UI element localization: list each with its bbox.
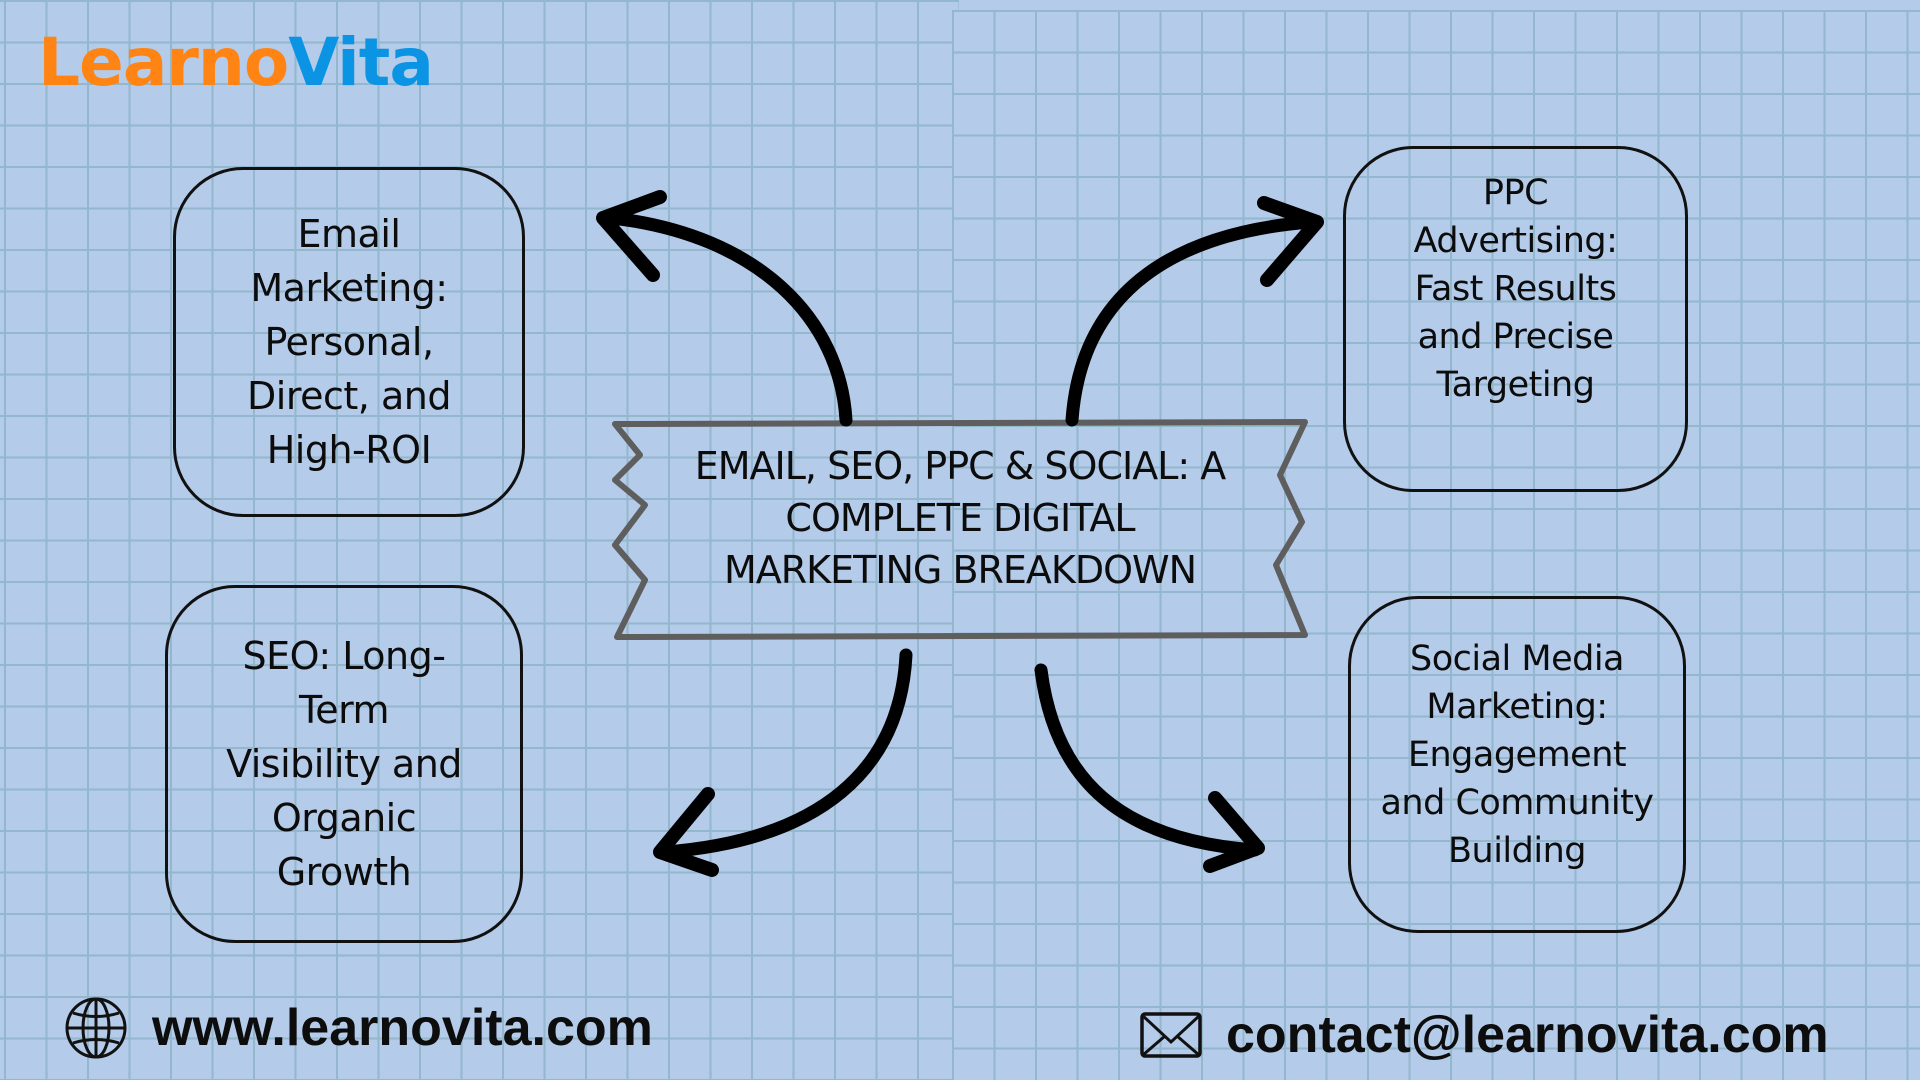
website-link[interactable]: www.learnovita.com: [152, 999, 653, 1057]
node-line: Marketing:: [250, 266, 448, 310]
logo-text-learno: Learno: [38, 24, 289, 101]
node-line: Personal,: [264, 320, 434, 364]
node-line: Social Media: [1409, 638, 1625, 679]
node-social-text: Social Media Marketing: Engagement and C…: [1360, 635, 1673, 875]
footer-website[interactable]: www.learnovita.com: [64, 996, 653, 1060]
node-line: High-ROI: [266, 428, 432, 472]
node-email-marketing: Email Marketing: Personal, Direct, and H…: [173, 167, 525, 517]
logo-text-vita: Vita: [288, 24, 434, 101]
envelope-icon: [1140, 1012, 1202, 1058]
node-line: Direct, and: [247, 374, 451, 418]
node-line: Targeting: [1436, 365, 1595, 405]
node-line: PPC: [1482, 173, 1549, 213]
node-seo-text: SEO: Long- Term Visibility and Organic G…: [206, 629, 482, 899]
arrow-to-ppc-icon: [1065, 196, 1324, 427]
center-banner-frame: [612, 419, 1308, 640]
node-line: and Community: [1380, 782, 1654, 823]
node-line: Organic: [271, 796, 417, 840]
center-title: EMAIL, SEO, PPC & SOCIAL: A COMPLETE DIG…: [640, 440, 1280, 596]
node-line: Marketing:: [1426, 686, 1608, 727]
node-line: Engagement: [1407, 734, 1627, 775]
node-line: Email: [297, 212, 401, 256]
node-line: Building: [1448, 830, 1586, 871]
node-email-text: Email Marketing: Personal, Direct, and H…: [227, 207, 471, 477]
node-seo: SEO: Long- Term Visibility and Organic G…: [165, 585, 523, 943]
node-line: Fast Results: [1414, 269, 1617, 309]
learnovita-logo: LearnoVita: [38, 28, 434, 98]
globe-icon: [65, 997, 127, 1059]
footer-email[interactable]: contact@learnovita.com: [1140, 1005, 1829, 1065]
node-line: SEO: Long-: [242, 634, 446, 678]
email-link[interactable]: contact@learnovita.com: [1226, 1006, 1829, 1064]
center-title-line: EMAIL, SEO, PPC & SOCIAL: A: [694, 444, 1227, 488]
center-title-line: COMPLETE DIGITAL: [785, 496, 1135, 540]
node-ppc-advertising: PPC Advertising: Fast Results and Precis…: [1343, 146, 1688, 492]
node-social-media-marketing: Social Media Marketing: Engagement and C…: [1348, 596, 1686, 933]
arrow-to-seo-icon: [653, 648, 913, 877]
arrow-to-email-icon: [596, 190, 853, 427]
node-ppc-text: PPC Advertising: Fast Results and Precis…: [1394, 169, 1638, 409]
node-line: Advertising:: [1413, 221, 1618, 261]
node-line: Visibility and: [226, 742, 462, 786]
node-line: Term: [298, 688, 390, 732]
node-line: and Precise: [1417, 317, 1614, 357]
center-title-line: MARKETING BREAKDOWN: [723, 548, 1197, 592]
arrow-to-social-icon: [1034, 663, 1265, 873]
node-line: Growth: [276, 850, 412, 894]
grid-background-right: [952, 10, 1920, 1080]
